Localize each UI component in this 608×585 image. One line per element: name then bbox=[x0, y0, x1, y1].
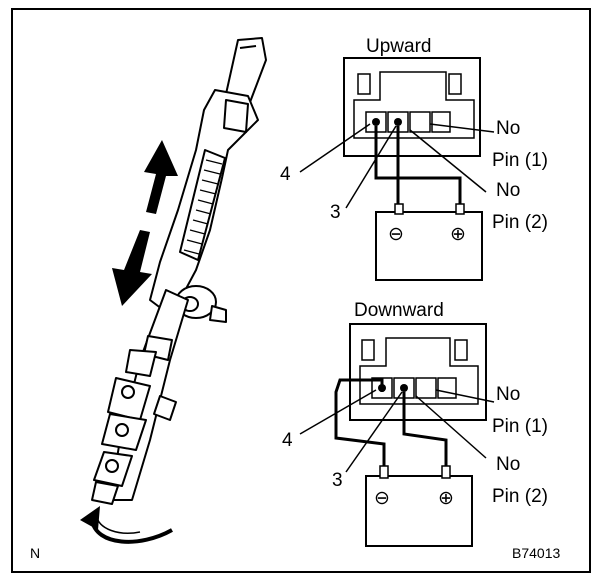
upward-no-pin-1-line2: Pin (1) bbox=[492, 150, 548, 171]
figure-frame bbox=[11, 8, 591, 573]
upward-diagram: Upward 4 3 No Pin (1) No Pin (2) ⊖ bbox=[280, 36, 548, 281]
rotation-arrow-icon bbox=[80, 506, 173, 544]
upward-title: Upward bbox=[366, 36, 431, 57]
upward-pin-3-label: 3 bbox=[330, 202, 341, 223]
downward-diagram: Downward 4 3 No Pin (1) No Pin (2) ⊖ ⊕ bbox=[282, 300, 548, 547]
upward-positive-terminal: ⊕ bbox=[450, 224, 466, 245]
steering-column-illustration bbox=[91, 37, 267, 505]
down-arrow-icon bbox=[112, 230, 152, 306]
downward-positive-terminal: ⊕ bbox=[438, 488, 454, 509]
downward-pin-3-label: 3 bbox=[332, 470, 343, 491]
upward-no-pin-1-line1: No bbox=[496, 118, 520, 139]
downward-no-pin-1-line1: No bbox=[496, 384, 520, 405]
upward-battery: ⊖ ⊕ bbox=[375, 203, 483, 281]
downward-battery: ⊖ ⊕ bbox=[365, 465, 473, 547]
figure-code: B74013 bbox=[512, 545, 560, 561]
up-arrow-icon bbox=[144, 140, 178, 214]
corner-code-left: N bbox=[30, 545, 40, 561]
upward-negative-terminal: ⊖ bbox=[388, 224, 404, 245]
downward-title: Downward bbox=[354, 300, 444, 321]
upward-no-pin-2-line2: Pin (2) bbox=[492, 212, 548, 233]
downward-no-pin-1-line2: Pin (1) bbox=[492, 416, 548, 437]
downward-pin-4-label: 4 bbox=[282, 430, 293, 451]
upward-pin-4-label: 4 bbox=[280, 164, 291, 185]
downward-no-pin-2-line1: No bbox=[496, 454, 520, 475]
downward-negative-terminal: ⊖ bbox=[374, 488, 390, 509]
downward-no-pin-2-line2: Pin (2) bbox=[492, 486, 548, 507]
upward-no-pin-2-line1: No bbox=[496, 180, 520, 201]
